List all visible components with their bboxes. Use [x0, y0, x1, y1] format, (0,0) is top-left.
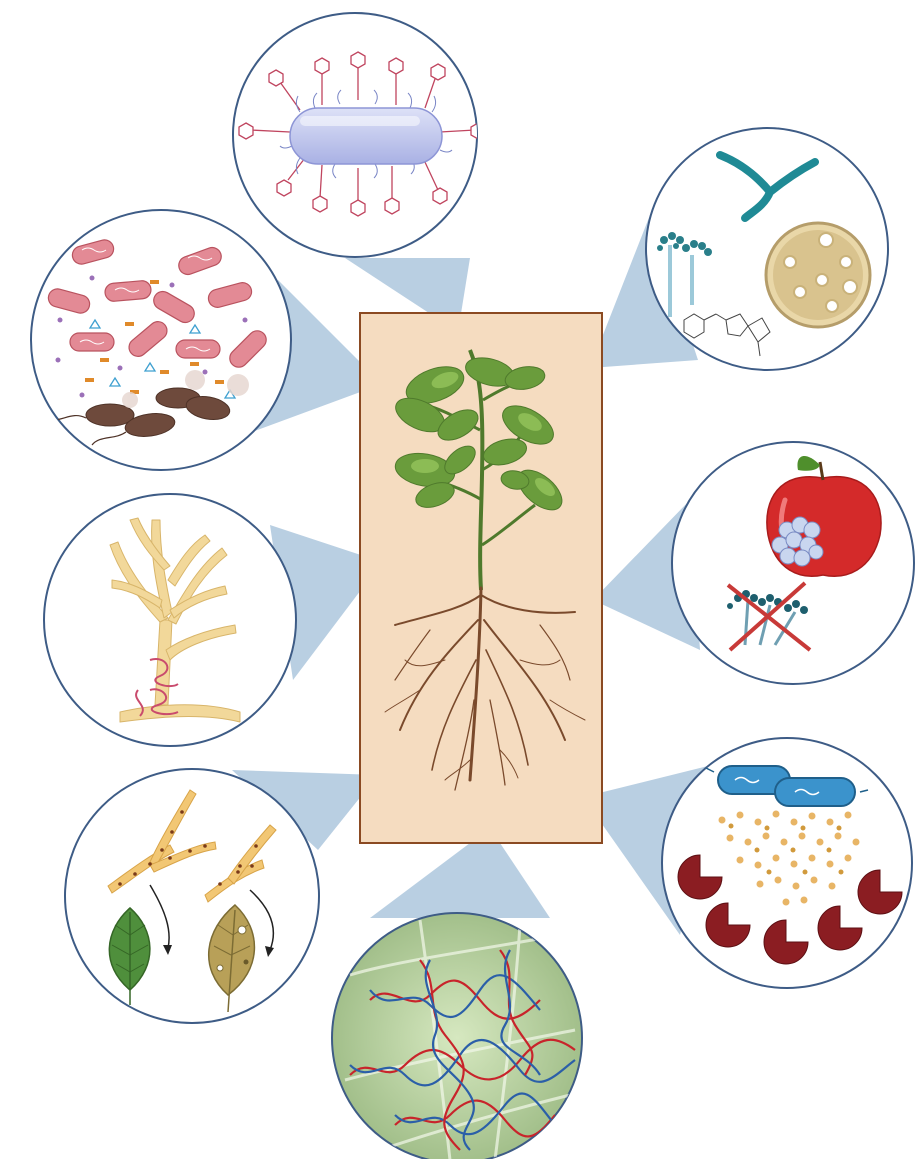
- panel-fungal-antibiotic: [646, 128, 888, 370]
- panel-fruit-biocontrol: [672, 442, 914, 684]
- panel-dna-interaction: [332, 913, 582, 1159]
- panel-mycoparasitism: [44, 494, 296, 746]
- panel-bacteria-soil: [31, 210, 291, 470]
- petri-dish-icon: [766, 223, 870, 327]
- panel-leaf-colonization: [65, 769, 319, 1023]
- center-plant-panel: [360, 313, 602, 843]
- panel-bacterium-surface: [233, 13, 485, 257]
- panel-enzyme-degradation: [662, 738, 912, 988]
